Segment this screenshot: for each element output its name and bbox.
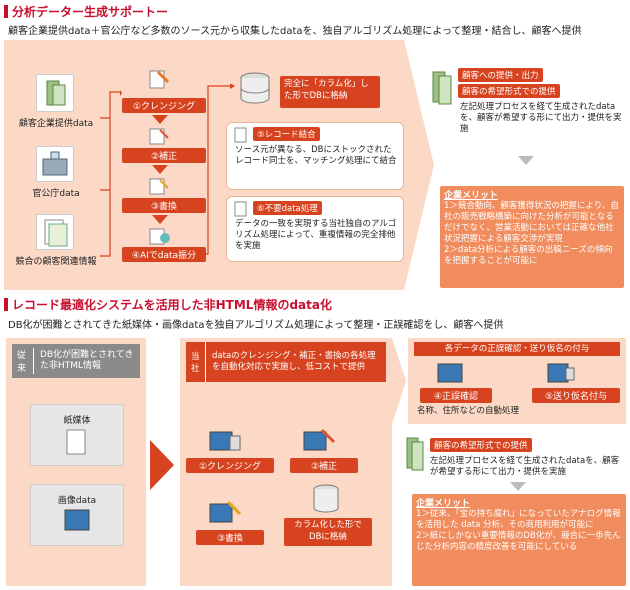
record-merge-text: ソース元が異なる、DBにストックされたレコード同士を、マッチング処理にて結合 — [235, 145, 397, 166]
merit-heading: 企業メリット — [444, 191, 499, 201]
server-icon — [36, 74, 74, 112]
merit-heading: 企業メリット — [416, 499, 471, 509]
db-store-label: 完全に「カラム化」した形でDBに格納 — [280, 76, 380, 108]
step1-cleansing: ①クレンジング — [122, 98, 206, 113]
section1-title: 分析データー生成サポートー — [4, 3, 168, 20]
source-label-government: 官公庁data — [32, 189, 80, 199]
provide-text: 左記処理プロセスを経て生成されたdataを、顧客が希望する形にて出力・提供を実施 — [430, 456, 620, 477]
image-icon — [64, 509, 90, 531]
record-merge-tag: ⑤レコード結合 — [253, 127, 320, 141]
server-output-icon — [430, 68, 454, 108]
step1-cleansing: ①クレンジング — [186, 458, 274, 473]
cleansing-icon — [148, 68, 172, 90]
section1-lead: 顧客企業提供data＋官公庁など多数のソース元から収集したdataを、独自アルゴ… — [8, 26, 582, 37]
merit-body: 1＞従来、「宝の持ち腐れ」になっていたアナログ情報を活用した data 分析、そ… — [416, 509, 621, 552]
section2-lead: DB化が困難とされてきた紙媒体・画像dataを独自アルゴリズム処理によって整理・… — [8, 320, 504, 331]
arrow-down-icon — [510, 482, 526, 491]
database-icon — [235, 72, 275, 106]
government-icon — [36, 146, 74, 182]
server-output-icon — [404, 434, 426, 474]
paper-media-label: 紙媒体 — [63, 416, 91, 426]
step3-rewrite: ③書換 — [122, 198, 206, 213]
ai-sort-icon — [148, 226, 172, 246]
check-panel: 各データの正誤確認・送り仮名の付与 ④正誤確認 名称、住所などの自動処理 ⑤送り… — [408, 338, 626, 424]
check-title: 各データの正誤確認・送り仮名の付与 — [414, 342, 620, 356]
step2-correction: ②補正 — [122, 148, 206, 163]
check-note: 名称、住所などの自動処理 — [416, 406, 519, 416]
before-header: 従来 DB化が困難とされてきた非HTML情報 — [12, 344, 140, 378]
kana-icon — [546, 362, 576, 384]
now-tag: 当社 — [186, 342, 207, 382]
source-label-competitor: 競合の顧客関連情報 — [15, 257, 97, 267]
dedupe-card: ⑥不要data処理 データの一致を実現する当社独自のアルゴリズム処理によって、重… — [226, 196, 404, 262]
dedupe-text: データの一致を実現する当社独自のアルゴリズム処理によって、重複情報の完全排他を実… — [235, 219, 397, 251]
arrow-down-icon — [152, 215, 168, 224]
provide-format-tag: 顧客の希望形式での提供 — [430, 438, 532, 452]
step5-kana: ⑤送り仮名付与 — [532, 388, 620, 403]
merit-box-2: 企業メリット 1＞従来、「宝の持ち腐れ」になっていたアナログ情報を活用した da… — [412, 494, 626, 586]
arrow-down-icon — [152, 115, 168, 124]
arrow-down-icon — [152, 165, 168, 174]
database-icon — [310, 484, 342, 514]
now-text: dataのクレンジング・補正・書換の各処理を自動化対応で実施し、低コストで提供 — [212, 351, 376, 372]
sources-column: 顧客企業提供data 官公庁data 競合の顧客関連情報 — [8, 46, 104, 286]
correction-icon — [148, 126, 172, 146]
cleansing-icon — [208, 426, 244, 456]
title-bar-icon — [4, 298, 8, 311]
process-steps: ①クレンジング ②補正 ③書換 ④AIでdata振分 — [120, 68, 206, 268]
check-icon — [436, 362, 466, 384]
step3-rewrite: ③書換 — [196, 530, 264, 545]
image-media-box: 画像data — [30, 484, 124, 546]
now-header: 当社 dataのクレンジング・補正・書換の各処理を自動化対応で実施し、低コストで… — [186, 342, 386, 382]
title-bar-icon — [4, 5, 8, 18]
before-text: DB化が困難とされてきた非HTML情報 — [39, 350, 134, 371]
db-store-label: カラム化した形でDBに格納 — [284, 518, 372, 546]
merit-body: 1＞競合動向、顧客獲得状況の把握により、自社の販売戦略構築に向けた分析が可能とな… — [444, 201, 619, 266]
provide-text: 左記処理プロセスを経て生成されたdataを、顧客が希望する形にて出力・提供を実施 — [460, 102, 622, 134]
step-connector — [196, 84, 235, 255]
dedupe-tag: ⑥不要data処理 — [253, 201, 322, 215]
step4-check: ④正誤確認 — [420, 388, 492, 403]
chevron-icon — [392, 338, 406, 424]
rewrite-icon — [208, 498, 244, 528]
now-panel: 当社 dataのクレンジング・補正・書換の各処理を自動化対応で実施し、低コストで… — [180, 338, 392, 586]
step2-correction: ②補正 — [290, 458, 358, 473]
section2-title: レコード最適化システムを活用した非HTML情報のdata化 — [4, 296, 332, 313]
big-arrow-icon — [150, 440, 174, 490]
provide-output-tag: 顧客への提供・出力 — [458, 68, 543, 82]
image-media-label: 画像data — [57, 496, 97, 506]
document-stack-icon — [36, 214, 74, 250]
document-icon — [233, 201, 249, 217]
arrow-down-icon — [518, 156, 534, 165]
correction-icon — [302, 426, 338, 456]
source-connector — [100, 90, 122, 257]
paper-icon — [66, 429, 86, 455]
step4-ai-sort: ④AIでdata振分 — [122, 247, 206, 262]
rewrite-icon — [148, 176, 172, 196]
merit-box-1: 企業メリット 1＞競合動向、顧客獲得状況の把握により、自社の販売戦略構築に向けた… — [440, 186, 624, 288]
before-panel: 従来 DB化が困難とされてきた非HTML情報 紙媒体 画像data — [6, 338, 146, 586]
record-merge-card: ⑤レコード結合 ソース元が異なる、DBにストックされたレコード同士を、マッチング… — [226, 122, 404, 190]
document-icon — [233, 127, 249, 143]
source-label-client: 顧客企業提供data — [18, 119, 94, 129]
paper-media-box: 紙媒体 — [30, 404, 124, 466]
before-tag: 従来 — [12, 348, 34, 374]
provide-format-tag: 顧客の希望形式での提供 — [458, 84, 560, 98]
